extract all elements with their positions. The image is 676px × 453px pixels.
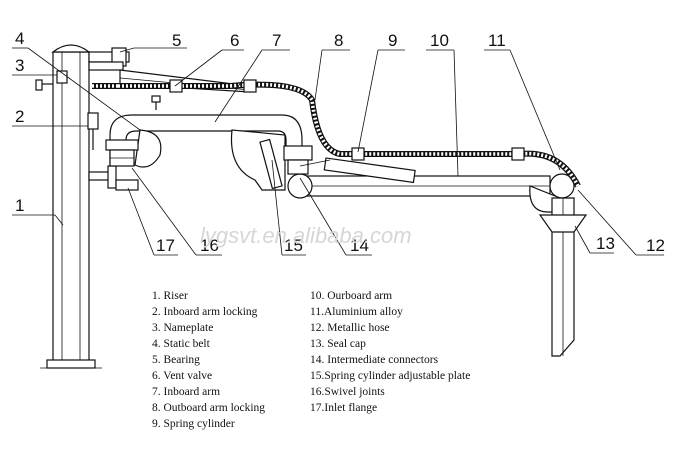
- callout-9: 9: [388, 31, 397, 50]
- legend-item: 1. Riser: [152, 290, 188, 302]
- legend-item: 11.Aluminium alloy: [310, 306, 403, 318]
- callout-6: 6: [230, 31, 239, 50]
- callout-4: 4: [15, 29, 24, 48]
- callout-13: 13: [596, 234, 615, 253]
- legend-item: 9. Spring cylinder: [152, 418, 235, 430]
- callout-5: 5: [172, 31, 181, 50]
- legend-item: 2. Inboard arm locking: [152, 306, 258, 318]
- inlet-flange: [88, 165, 139, 191]
- spring-cylinder: [259, 138, 416, 190]
- legend-item: 8. Outboard arm locking: [152, 402, 265, 414]
- callout-2: 2: [15, 107, 24, 126]
- metallic-hose: [92, 81, 581, 188]
- callout-3: 3: [15, 56, 24, 75]
- watermark: lygsvt.en.alibaba.com: [200, 223, 412, 248]
- riser: [40, 44, 102, 369]
- static-belt-clip: [35, 79, 43, 91]
- legend-item: 13. Seal cap: [310, 338, 366, 350]
- callout-11: 11: [488, 31, 506, 50]
- outboard-arm: [287, 173, 575, 213]
- bearing: [88, 47, 130, 71]
- legend-item: 10. Ourboard arm: [310, 290, 392, 302]
- swivel-joint-outboard: [283, 145, 313, 175]
- seal-cap: [538, 214, 588, 233]
- callout-7: 7: [272, 31, 281, 50]
- callout-15: 15: [284, 236, 303, 255]
- legend-left: 1. Riser 2. Inboard arm locking 3. Namep…: [152, 290, 265, 430]
- callout-14: 14: [350, 236, 369, 255]
- callout-8: 8: [334, 31, 343, 50]
- legend-right: 10. Ourboard arm 11.Aluminium alloy 12. …: [310, 290, 470, 414]
- legend-item: 17.Inlet flange: [310, 402, 377, 414]
- legend-item: 7. Inboard arm: [152, 386, 220, 398]
- callout-numbers: 1 2 3 4 5 6 7 8 9 10 11 12 13 14 15 16 1…: [15, 29, 665, 255]
- legend-item: 12. Metallic hose: [310, 322, 390, 334]
- legend-item: 5. Bearing: [152, 354, 200, 366]
- inboard-arm-locking: [87, 112, 99, 150]
- legend-item: 15.Spring cylinder adjustable plate: [310, 370, 470, 382]
- callout-10: 10: [430, 31, 449, 50]
- callout-16: 16: [200, 236, 219, 255]
- callout-1: 1: [15, 196, 24, 215]
- legend-item: 16.Swivel joints: [310, 386, 385, 398]
- legend-item: 14. Intermediate connectors: [310, 354, 439, 366]
- legend-item: 3. Nameplate: [152, 322, 213, 334]
- vent-valve: [151, 95, 161, 110]
- swivel-joint-inboard: [105, 139, 139, 167]
- callout-17: 17: [156, 236, 175, 255]
- legend-item: 6. Vent valve: [152, 370, 212, 382]
- callout-12: 12: [646, 236, 665, 255]
- leader-lines: [12, 47, 664, 256]
- legend-item: 4. Static belt: [152, 338, 211, 350]
